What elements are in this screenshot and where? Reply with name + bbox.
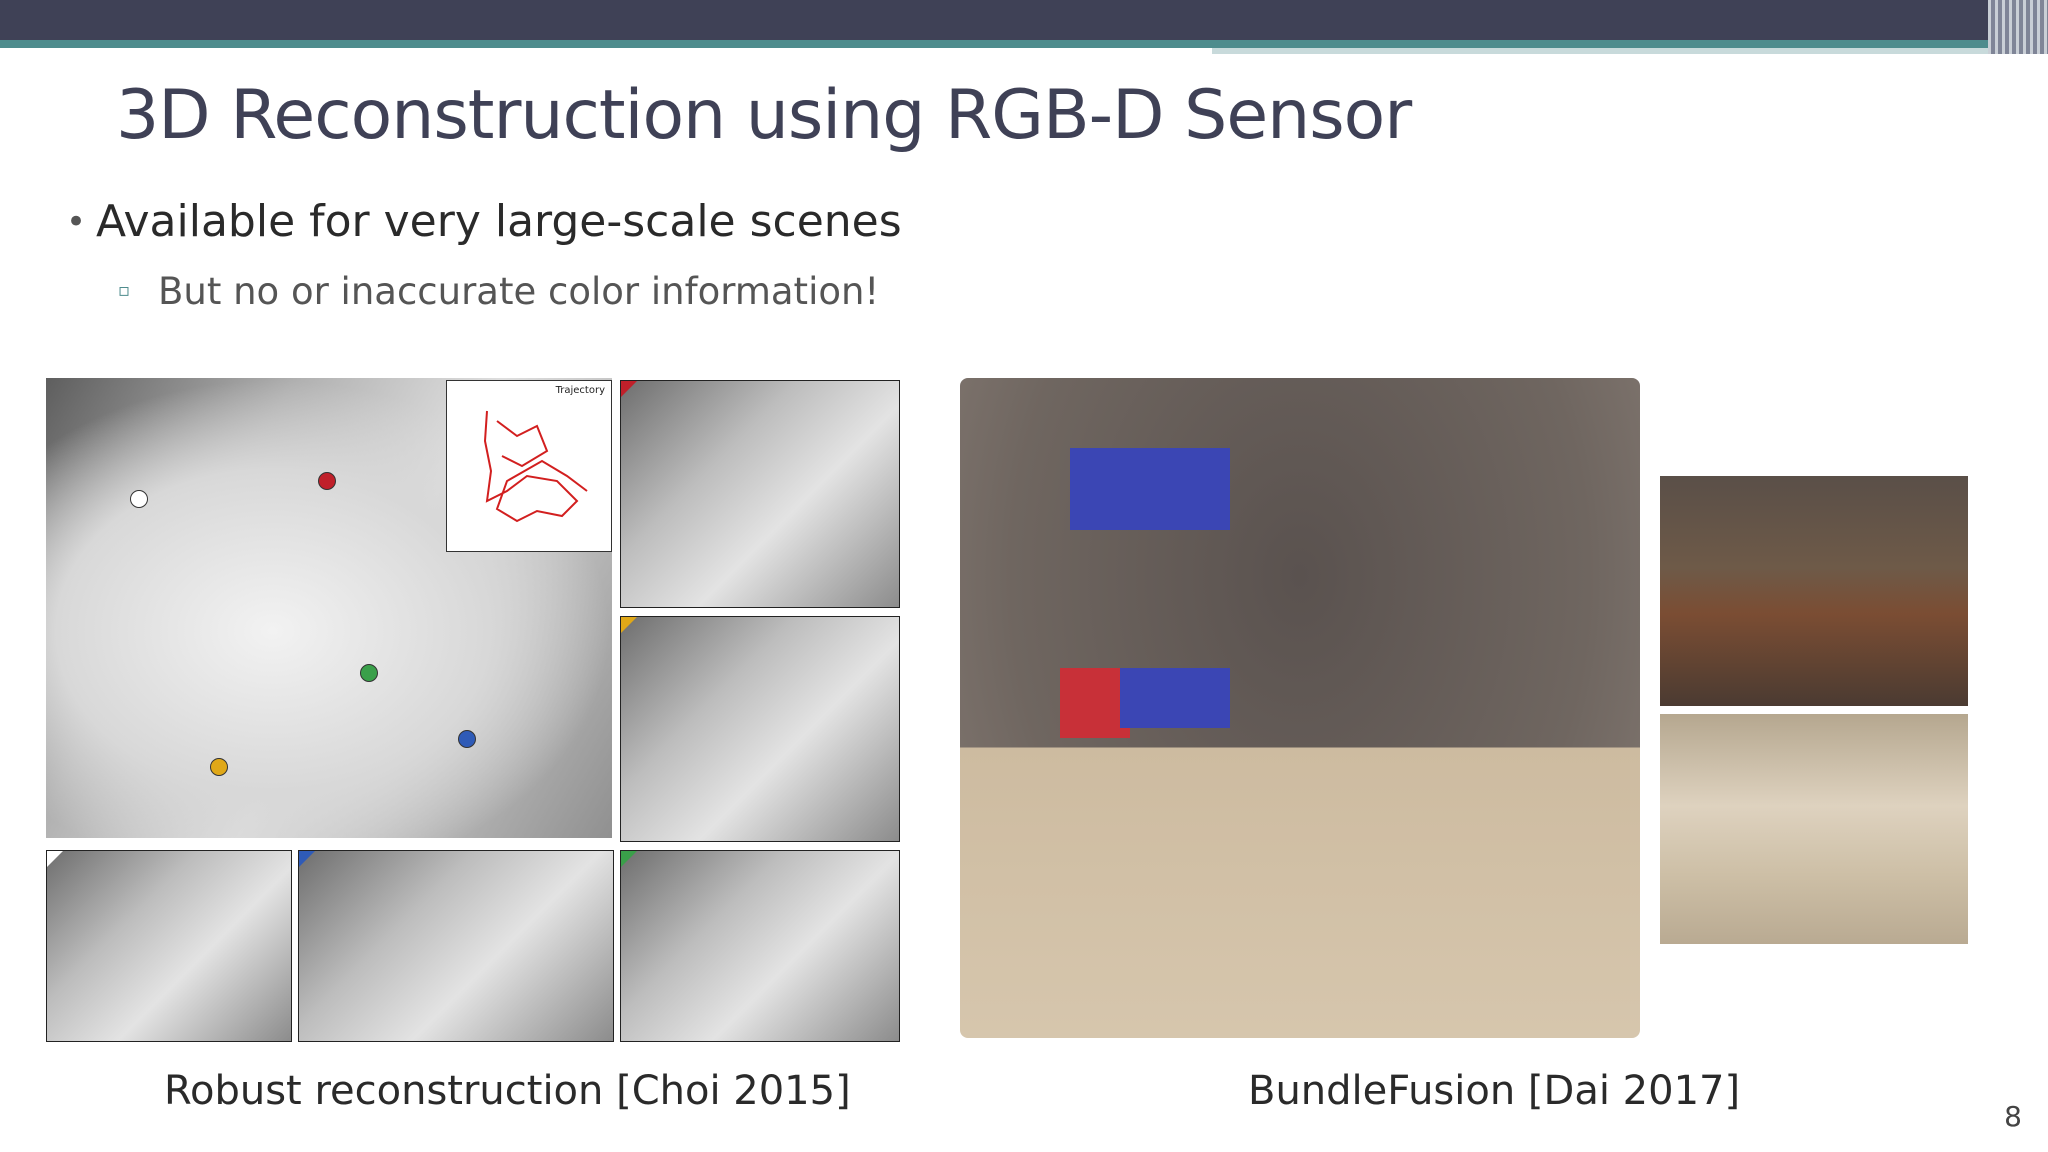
kitchen-view-image bbox=[620, 616, 900, 842]
yellow-corner-tag bbox=[621, 617, 637, 633]
trajectory-inset: Trajectory bbox=[446, 380, 612, 552]
caption-left: Robust reconstruction [Choi 2015] bbox=[164, 1068, 851, 1114]
slide-title: 3D Reconstruction using RGB-D Sensor bbox=[116, 76, 1412, 155]
colored-shelf-closeup-image bbox=[1660, 476, 1968, 706]
green-corner-tag bbox=[621, 851, 637, 867]
sofa-blue bbox=[1120, 668, 1230, 728]
bathroom-view-image bbox=[46, 850, 292, 1042]
white-corner-tag bbox=[47, 851, 63, 867]
bullet-dot-icon: • bbox=[66, 202, 87, 242]
trajectory-path bbox=[483, 410, 588, 523]
marker-white bbox=[130, 490, 148, 508]
square-bullet-icon: ▫ bbox=[118, 280, 131, 301]
bullet-item: •Available for very large-scale scenes bbox=[66, 196, 902, 247]
page-number: 8 bbox=[2004, 1100, 2022, 1133]
sub-bullet-text: But no or inaccurate color information! bbox=[158, 270, 880, 313]
sofa-red bbox=[1060, 668, 1130, 738]
caption-right: BundleFusion [Dai 2017] bbox=[1248, 1068, 1741, 1114]
desk-view-image bbox=[620, 850, 900, 1042]
bedroom-view-image bbox=[620, 380, 900, 608]
blue-corner-tag bbox=[299, 851, 315, 867]
uncolored-shelf-closeup-image bbox=[1660, 714, 1968, 944]
header-accent-line bbox=[0, 40, 2048, 48]
header-accent-line-light bbox=[1212, 48, 2048, 54]
bed-blue bbox=[1070, 448, 1230, 530]
marker-red bbox=[318, 472, 336, 490]
living-room-view-image bbox=[298, 850, 614, 1042]
header-bar bbox=[0, 0, 2048, 40]
red-corner-tag bbox=[621, 381, 637, 397]
marker-blue bbox=[458, 730, 476, 748]
marker-green bbox=[360, 664, 378, 682]
header-stripes-decoration bbox=[1988, 0, 2048, 54]
sub-bullet-item: ▫ But no or inaccurate color information! bbox=[118, 270, 879, 313]
trajectory-label: Trajectory bbox=[555, 385, 605, 396]
bundlefusion-reconstruction-image bbox=[960, 378, 1640, 1038]
marker-yellow bbox=[210, 758, 228, 776]
bullet-text: Available for very large-scale scenes bbox=[96, 196, 902, 247]
